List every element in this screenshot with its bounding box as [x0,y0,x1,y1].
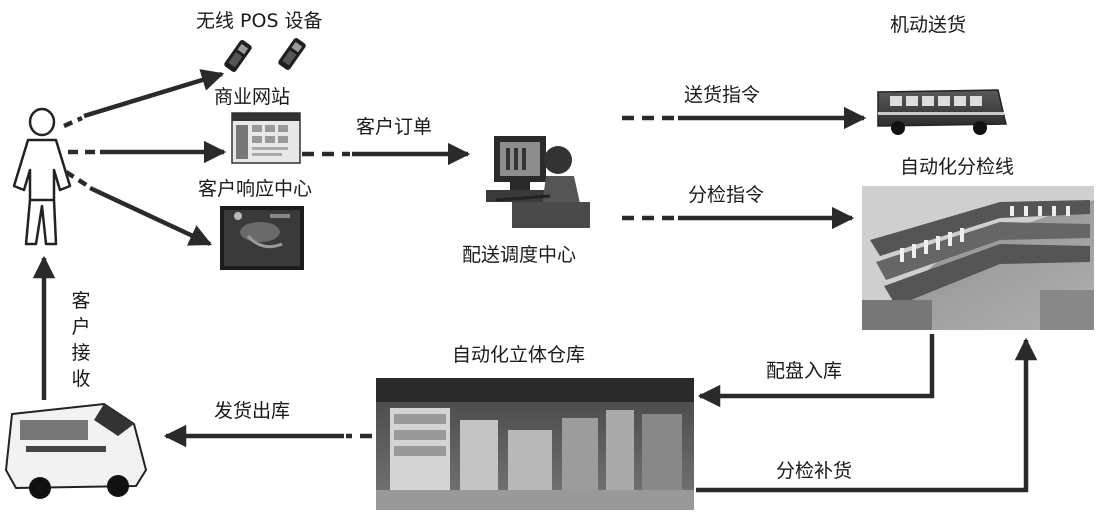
arrow-replenish [696,337,1038,493]
edge-label-inbound: 配盘入库 [766,360,843,382]
node-label-delivery: 机动送货 [890,14,967,36]
website-icon [231,112,301,164]
arrow-inbound [697,334,935,408]
edge-label-outbound: 发货出库 [214,400,291,422]
edge-label-order: 客户订单 [356,116,433,138]
pos-device-icon [224,38,306,72]
edge-label-delivery-command: 送货指令 [684,84,761,106]
node-label-warehouse: 自动化立体仓库 [452,344,586,366]
delivery-truck-icon [4,402,148,499]
node-label-pos: 无线 POS 设备 [196,10,323,32]
customer-icon [12,107,72,246]
node-label-sorting: 自动化分检线 [900,156,1015,178]
delivery-bus-icon [877,89,1007,135]
dispatch-operator-icon [486,136,590,228]
node-label-website: 商业网站 [214,86,291,108]
arrow-customer-to-callcenter-solid [89,185,213,247]
warehouse-image [376,378,694,510]
call-center-icon [220,206,304,270]
arrow-customer-to-pos [63,115,83,129]
edge-label-sorting-command: 分检指令 [688,184,765,206]
edge-label-receive: 客户接收 [71,290,91,390]
arrow-customer-to-pos-solid [83,69,225,119]
node-label-call-center: 客户响应中心 [198,178,313,200]
sorting-line-image [862,186,1094,330]
edge-label-replenish: 分检补货 [776,460,853,482]
arrow-customer-to-callcenter [64,170,90,188]
node-label-dispatch: 配送调度中心 [462,244,577,266]
